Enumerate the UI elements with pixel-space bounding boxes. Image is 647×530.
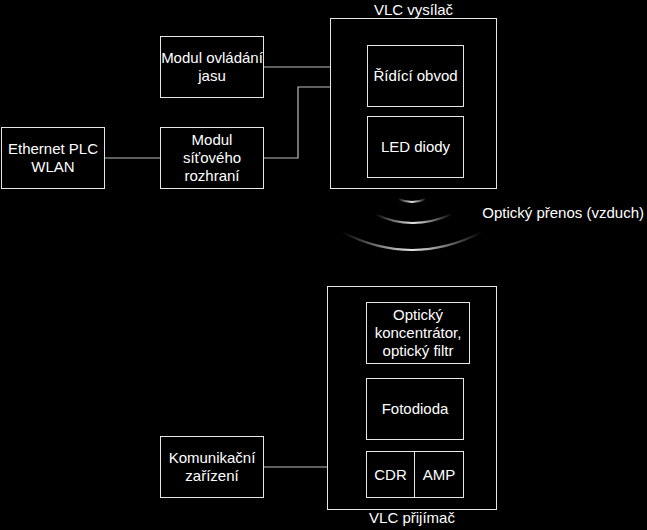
box-label: Ethernet PLC WLAN [2,140,104,176]
transmitter-housing: VLC vysílačŘídící obvodLED diody [330,18,497,189]
box-label: Komunikační zařízení [161,449,263,485]
box-label: Fotodioda [382,400,449,418]
box-label: LED diody [381,138,450,156]
photodiode: Fotodioda [366,378,464,440]
box-label: Řídící obvod [373,67,457,85]
wave-arc [342,232,482,250]
wave-arc [375,214,452,223]
box-label: Optický koncentrátor, optický filtr [367,306,469,360]
network-source: Ethernet PLC WLAN [1,127,105,189]
box-label: Modul síťového rozhraní [161,131,263,185]
control-module: Modul ovládání jasu [160,36,264,98]
housing-title: VLC přijímač [328,510,496,526]
led-block: LED diody [367,116,464,178]
comm-device: Komunikační zařízení [160,436,264,498]
interface-module: Modul síťového rozhraní [160,127,264,189]
cdr-block: CDR [366,451,415,498]
box-label: AMP [423,466,456,484]
box-label: CDR [374,466,407,484]
receiver-housing: VLC přijímačOptický koncentrátor, optick… [327,286,497,510]
connector-line [105,157,160,158]
optical-concentrator: Optický koncentrátor, optický filtr [366,302,470,364]
box-label: Modul ovládání jasu [161,49,263,85]
housing-title: VLC vysílač [331,2,496,18]
medium-label: Optický přenos (vzduch) [482,204,644,222]
driver-circuit: Řídící obvod [367,45,464,107]
amp-block: AMP [414,451,464,498]
wave-arc [398,199,426,202]
